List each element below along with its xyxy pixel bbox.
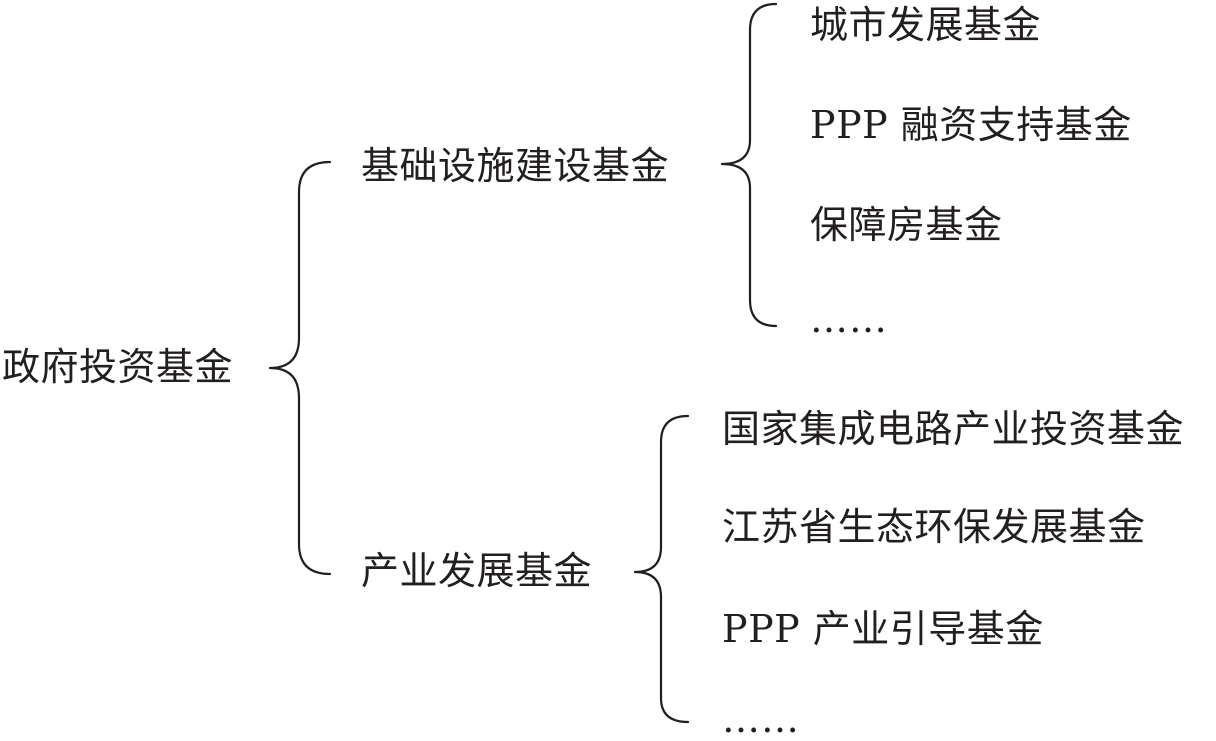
leaf-node: PPP 产业引导基金: [722, 607, 1044, 651]
root-node: 政府投资基金: [2, 345, 234, 389]
leaf-node-ellipsis: ……: [722, 697, 800, 741]
leaf-node: 保障房基金: [810, 203, 1003, 247]
leaf-node-ellipsis: ……: [810, 297, 888, 341]
branch-node-industry: 产业发展基金: [361, 549, 593, 593]
leaf-node: 国家集成电路产业投资基金: [722, 407, 1185, 451]
root-brace: [268, 160, 332, 576]
leaf-node: PPP 融资支持基金: [810, 103, 1132, 147]
leaf-node: 城市发展基金: [810, 3, 1042, 47]
leaf-node: 江苏省生态环保发展基金: [722, 505, 1146, 549]
branch-1-brace: [720, 2, 778, 328]
branch-node-infrastructure: 基础设施建设基金: [361, 144, 670, 188]
branch-2-brace: [633, 414, 690, 724]
